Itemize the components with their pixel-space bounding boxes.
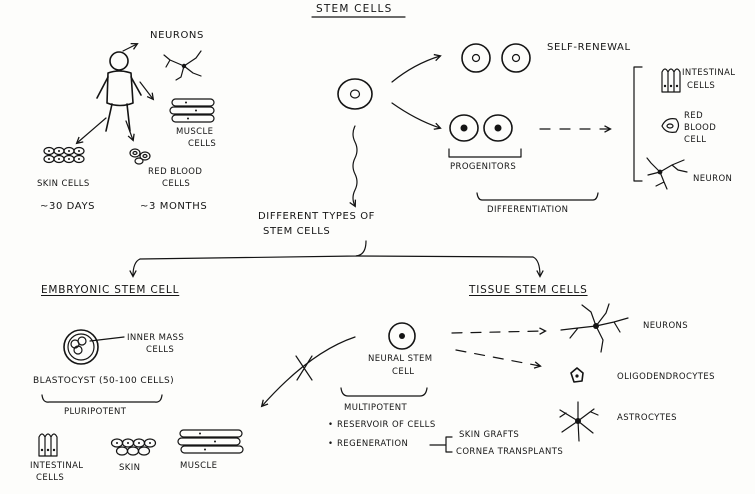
progenitors-bracket — [448, 148, 522, 158]
blastocyst-label: BLASTOCYST (50-100 CELLS) — [33, 376, 175, 386]
arrow-to-red-blood — [125, 120, 135, 142]
neural-stem-cell-label-line1: NEURAL STEM — [368, 354, 433, 364]
wavy-arrow-to-types — [349, 125, 358, 208]
regeneration-label: REGENERATION — [337, 439, 409, 449]
red-blood-cell-icon — [661, 118, 680, 133]
muscle-cells-label-line1: MUSCLE — [176, 127, 214, 137]
astrocyte-icon — [559, 401, 599, 442]
multipotent-bracket — [340, 387, 428, 397]
red-blood-cell-label-line1: RED — [684, 111, 704, 121]
dashed-arrow-oligo — [455, 349, 542, 369]
neural-stem-cell-icon — [388, 322, 416, 350]
neurons-label: NEURONS — [150, 30, 204, 41]
embryonic-intestinal-label-line2: CELLS — [36, 473, 65, 483]
tissue-neurons-label: NEURONS — [643, 321, 689, 331]
self-renewal-cells-icon — [461, 43, 531, 73]
different-types-line2: STEM CELLS — [263, 226, 331, 237]
embryonic-heading: EMBRYONIC STEM CELL — [41, 284, 180, 296]
embryonic-skin-label: SKIN — [119, 463, 141, 473]
muscle-cells-icon — [169, 98, 215, 123]
skin-cells-icon — [43, 146, 85, 164]
blastocyst-icon — [63, 329, 99, 365]
red-blood-cells-label-line1: RED BLOOD — [148, 167, 203, 177]
red-blood-cell-label-line3: CELL — [684, 135, 707, 145]
inner-mass-label-line1: INNER MASS — [127, 333, 185, 343]
arrow-to-skin — [75, 117, 107, 145]
embryonic-intestinal-label-line1: INTESTINAL — [30, 461, 84, 471]
red-blood-renewal-time: ~3 MONTHS — [140, 201, 208, 212]
cornea-transplants-label: CORNEA TRANSPLANTS — [456, 447, 564, 457]
regeneration-bullet: • — [328, 439, 334, 449]
progenitor-cells-icon — [449, 114, 513, 142]
different-types-line1: DIFFERENT TYPES OF — [258, 211, 376, 222]
tissue-heading: TISSUE STEM CELLS — [469, 284, 588, 296]
inner-mass-label-line2: CELLS — [146, 345, 175, 355]
arrow-to-tissue — [532, 256, 544, 278]
reservoir-bullet: • — [328, 420, 334, 430]
muscle-cells-label-line2: CELLS — [188, 139, 217, 149]
cross-mark — [295, 355, 313, 381]
arrow-to-progenitors — [391, 102, 442, 130]
neuron-cell-icon — [163, 50, 202, 81]
arrow-to-embryonic — [129, 258, 141, 278]
astrocytes-label: ASTROCYTES — [617, 413, 677, 423]
neural-stem-cell-label-line2: CELL — [392, 367, 415, 377]
intestinal-cells-icon — [661, 68, 681, 93]
branch-right — [355, 255, 534, 258]
neuron-label: NEURON — [693, 174, 733, 184]
neuron-icon — [646, 157, 688, 190]
progenitors-label: PROGENITORS — [450, 162, 517, 172]
tissue-neuron-icon — [560, 303, 629, 353]
self-renewal-label: SELF-RENEWAL — [547, 42, 631, 53]
multipotent-label: MULTIPOTENT — [344, 403, 408, 413]
red-blood-cells-icon — [129, 148, 151, 165]
embryonic-muscle-label: MUSCLE — [180, 461, 218, 471]
embryonic-muscle-icon — [177, 429, 244, 454]
branch-line — [139, 240, 367, 260]
dashed-arrow-neurons — [451, 327, 547, 335]
page-title: STEM CELLS — [316, 3, 393, 15]
intestinal-cells-label-line1: INTESTINAL — [682, 68, 736, 78]
intestinal-cells-label-line2: CELLS — [687, 81, 716, 91]
regeneration-bracket — [429, 436, 453, 453]
differentiation-label: DIFFERENTIATION — [487, 205, 569, 215]
skin-renewal-time: ~30 DAYS — [40, 201, 96, 212]
oligodendrocyte-icon — [570, 367, 584, 383]
reservoir-label: RESERVOIR OF CELLS — [337, 420, 436, 430]
embryonic-skin-icon — [110, 438, 157, 456]
red-blood-cell-label-line2: BLOOD — [684, 123, 717, 133]
stem-cell-icon — [337, 78, 373, 110]
skin-cells-label: SKIN CELLS — [37, 179, 90, 189]
pluripotent-bracket — [41, 394, 163, 403]
differentiation-bracket — [633, 66, 643, 182]
crossed-arrow-to-embryonic — [260, 336, 356, 408]
arrow-to-neurons — [122, 42, 139, 52]
pluripotent-label: PLURIPOTENT — [64, 407, 127, 417]
arrow-to-self-renewal — [391, 53, 442, 83]
skin-grafts-label: SKIN GRAFTS — [459, 430, 520, 440]
arrow-to-muscle — [139, 81, 155, 101]
differentiation-underline — [476, 192, 599, 201]
oligodendrocytes-label: OLIGODENDROCYTES — [617, 372, 715, 382]
inner-mass-pointer — [89, 336, 125, 342]
embryonic-intestinal-icon — [38, 433, 58, 457]
red-blood-cells-label-line2: CELLS — [162, 179, 191, 189]
human-figure-icon — [96, 51, 142, 132]
